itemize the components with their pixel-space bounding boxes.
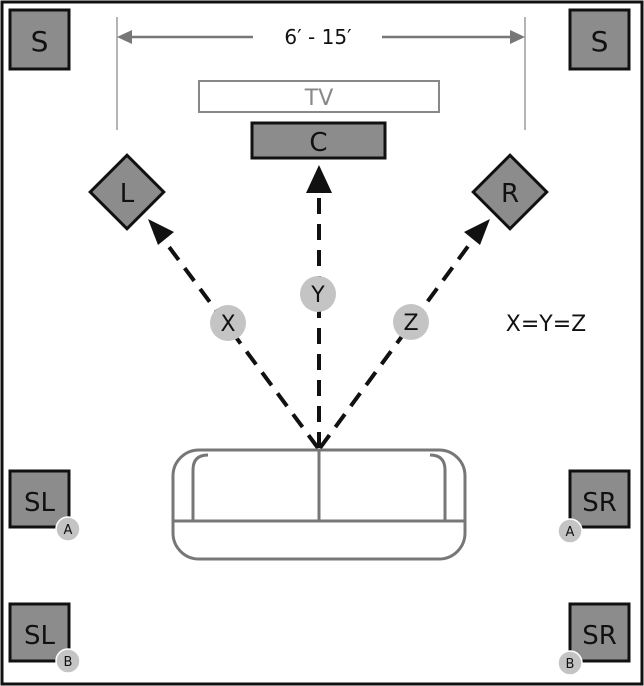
speaker-surround-left-a: SL A <box>8 469 81 542</box>
badge-b-right-label: B <box>566 657 575 672</box>
speaker-surround-right-a: SR A <box>557 469 631 544</box>
measurement-arrow-left-icon <box>117 30 132 44</box>
distance-badge-z-label: Z <box>403 311 418 336</box>
tv-label: TV <box>304 86 334 111</box>
subwoofer-left-label: S <box>31 25 49 58</box>
speaker-surround-right-a-label: SR <box>582 488 617 518</box>
speaker-surround-left-a-label: SL <box>24 488 56 518</box>
distance-badge-x-label: X <box>220 312 235 337</box>
sofa <box>171 448 467 561</box>
speaker-left-label: L <box>120 179 135 209</box>
subwoofer-right: S <box>568 8 631 71</box>
badge-b-right <box>557 650 583 676</box>
speaker-surround-right-b: SR B <box>557 602 631 676</box>
sofa-left-arm <box>191 453 209 521</box>
speaker-left <box>88 153 166 231</box>
measurement-indicator: 6′ - 15′ <box>116 17 526 130</box>
badge-a-right-label: A <box>566 525 575 540</box>
speaker-center-label: C <box>309 128 327 158</box>
badge-a-right <box>557 518 583 544</box>
sightline-left-arrow-icon <box>148 219 174 245</box>
distance-equation: X=Y=Z <box>506 312 586 337</box>
speaker-surround-left-b-label: SL <box>24 621 56 651</box>
speaker-right <box>471 153 549 231</box>
distance-badge-y-label: Y <box>310 283 325 308</box>
speaker-surround-right-b-label: SR <box>582 621 617 651</box>
subwoofer-right-label: S <box>591 25 609 58</box>
sightline-right <box>318 228 482 450</box>
distance-badge-z: Z <box>393 304 429 340</box>
sightline-right-arrow-icon <box>464 219 490 245</box>
distance-badge-x: X <box>210 305 246 341</box>
badge-b-left-label: B <box>64 655 73 670</box>
badge-a-left-label: A <box>64 523 73 538</box>
badge-b-left <box>55 648 81 674</box>
sofa-right-arm <box>429 453 447 521</box>
measurement-label: 6′ - 15′ <box>284 25 352 49</box>
speaker-surround-left-b: SL B <box>8 602 81 674</box>
tv: TV <box>198 80 440 113</box>
speaker-center: C <box>250 121 387 160</box>
badge-a-left <box>55 516 81 542</box>
measurement-arrow-right-icon <box>510 30 525 44</box>
sightline-center-arrow-icon <box>306 165 332 193</box>
speaker-right-label: R <box>501 179 519 209</box>
subwoofer-left: S <box>8 8 71 71</box>
distance-badge-y: Y <box>300 276 336 312</box>
